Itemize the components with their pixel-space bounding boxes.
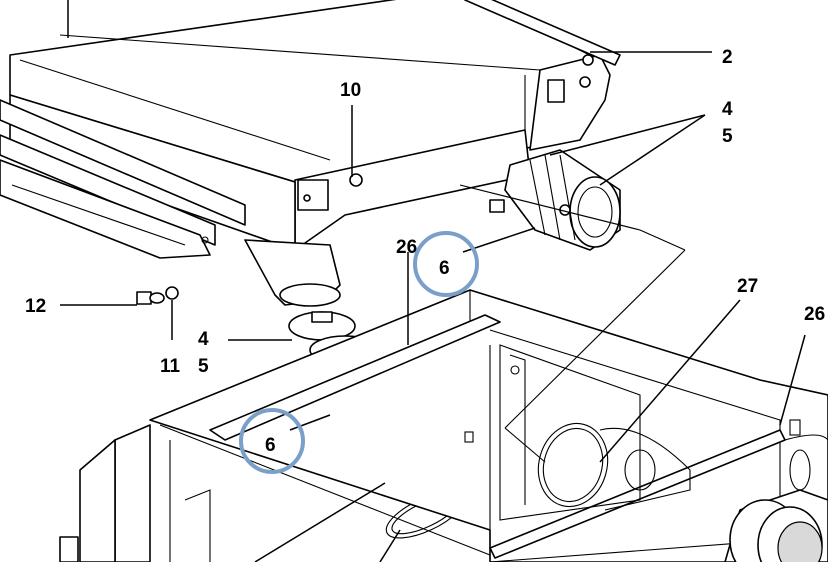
part-number-labels: 2 4 5 10 12 4 11 5 26 27 26	[25, 47, 825, 377]
outlet-pipe	[724, 489, 828, 562]
label-11: 11	[160, 356, 181, 377]
label-10: 10	[340, 80, 361, 101]
callout-6-upper: 6	[413, 231, 479, 297]
label-26-left: 26	[396, 237, 417, 258]
label-26-right: 26	[804, 304, 825, 325]
label-27: 27	[737, 276, 758, 297]
label-4-upper: 4	[722, 99, 733, 120]
upper-bellows	[489, 149, 621, 251]
callout-6-lower-text: 6	[265, 435, 276, 456]
label-4-lower: 4	[198, 329, 209, 350]
label-2: 2	[722, 47, 733, 68]
label-5-lower: 5	[198, 356, 209, 377]
callout-6-upper-text: 6	[439, 258, 450, 279]
label-12: 12	[25, 296, 46, 317]
callout-6-lower: 6	[239, 408, 305, 474]
left-rails	[0, 99, 329, 259]
leader-lines	[60, 0, 806, 562]
label-5-upper: 5	[722, 126, 733, 147]
ring-seal	[537, 422, 609, 508]
callout-circle	[239, 408, 305, 474]
callout-circle	[413, 231, 479, 297]
lower-box	[59, 289, 828, 562]
outlet-tube	[244, 239, 341, 307]
bolts	[136, 173, 363, 305]
